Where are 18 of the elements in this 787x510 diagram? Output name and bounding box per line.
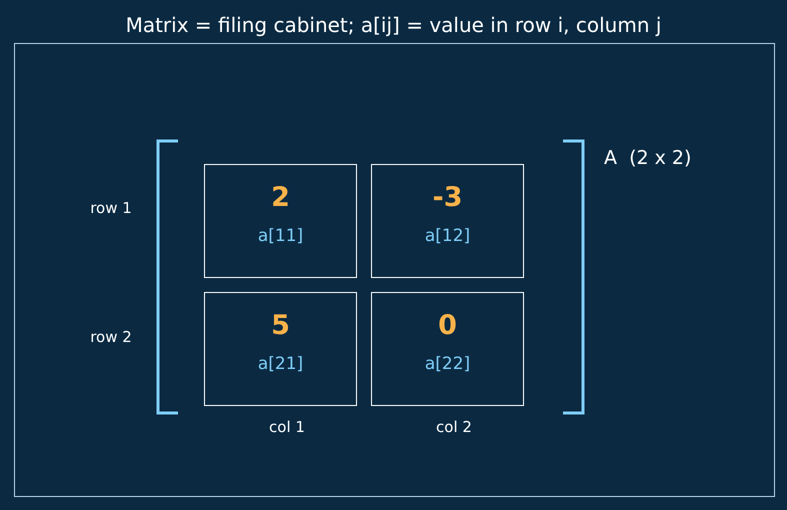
column-label: col 2 bbox=[435, 417, 473, 438]
matrix-cell bbox=[371, 292, 524, 406]
column-label: col 1 bbox=[268, 417, 306, 438]
cell-index: a[21] bbox=[258, 356, 304, 373]
matrix-cell bbox=[371, 164, 524, 278]
cell-index: a[22] bbox=[424, 356, 470, 373]
matrix-cell bbox=[204, 164, 357, 278]
row-label: row 1 bbox=[89, 198, 133, 219]
matrix-name-label: A (2 x 2) bbox=[604, 146, 692, 171]
cell-value: 0 bbox=[438, 312, 457, 339]
cell-index: a[12] bbox=[424, 228, 470, 245]
diagram-title: Matrix = filing cabinet; a[ij] = value in row i, column j bbox=[124, 12, 662, 39]
cell-value: 5 bbox=[271, 312, 290, 339]
row-label: row 2 bbox=[89, 327, 133, 348]
matrix-cell bbox=[204, 292, 357, 406]
cell-value: -3 bbox=[432, 184, 462, 211]
cell-value: 2 bbox=[271, 184, 290, 211]
cell-index: a[11] bbox=[258, 228, 304, 245]
